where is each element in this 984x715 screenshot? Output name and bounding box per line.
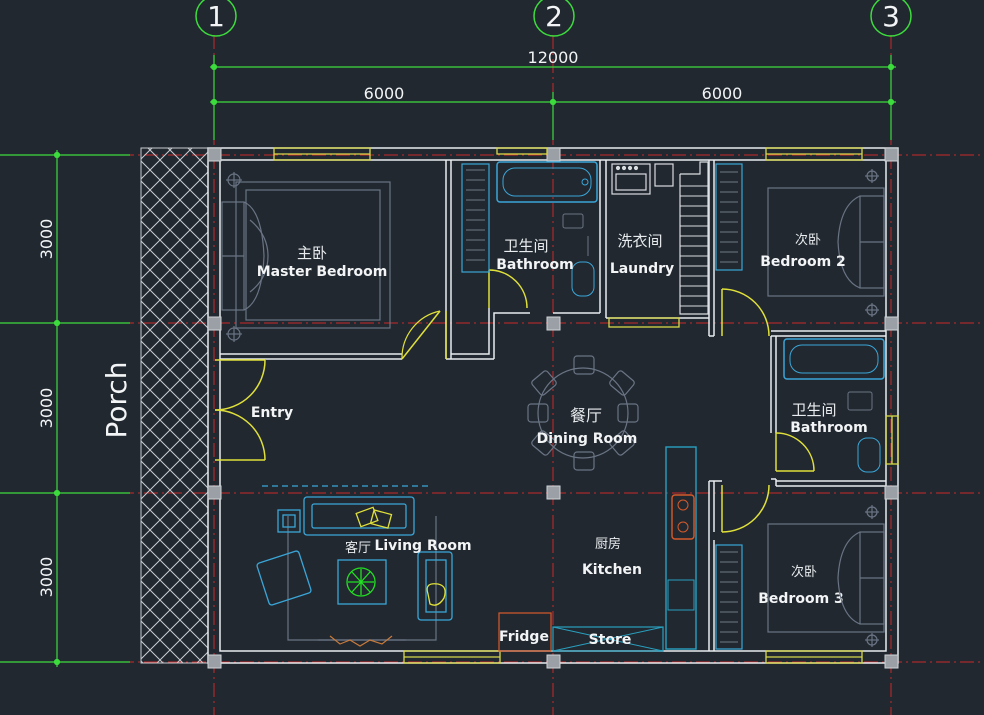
living-room-furniture	[256, 485, 453, 647]
bathroom-1-fixtures	[461, 161, 598, 297]
svg-text:2: 2	[545, 0, 563, 33]
living-room-label-cn: 客厅	[345, 540, 371, 556]
dining-label: Dining Room	[537, 431, 638, 447]
grid-marker-1: 1	[195, 0, 237, 37]
bathroom-2-label: Bathroom	[790, 420, 868, 436]
kitchen-fixtures	[498, 446, 697, 652]
laundry-label: Laundry	[610, 261, 674, 277]
bathroom-1-label-cn: 卫生间	[503, 237, 548, 255]
store-label: Store	[589, 632, 632, 648]
grid-marker-2: 2	[533, 0, 575, 37]
kitchen-label-cn: 厨房	[595, 536, 621, 552]
dim-right-bay: 6000	[702, 84, 743, 103]
bathroom-1-label: Bathroom	[496, 257, 574, 273]
bedroom-3-label: Bedroom 3	[758, 591, 844, 607]
grid-marker-3: 3	[870, 0, 912, 37]
master-bedroom-furniture	[221, 172, 391, 342]
porch-area	[140, 147, 209, 664]
grid-axes	[0, 35, 984, 715]
dining-table	[527, 355, 639, 471]
porch-label: Porch	[100, 361, 133, 438]
dim-vertical-1: 3000	[37, 219, 56, 260]
bedroom-2-furniture	[715, 163, 885, 317]
dim-left-bay: 6000	[364, 84, 405, 103]
dim-vertical-2: 3000	[37, 388, 56, 429]
interior-walls	[220, 160, 886, 651]
svg-text:3: 3	[882, 0, 900, 33]
bedroom-2-label-cn: 次卧	[795, 232, 821, 248]
bedroom-3-furniture	[715, 505, 885, 650]
left-dimensions	[0, 150, 130, 667]
bedroom-2-label: Bedroom 2	[760, 254, 846, 270]
fridge-label: Fridge	[499, 629, 549, 645]
laundry-label-cn: 洗衣间	[617, 232, 662, 250]
laundry-fixtures	[611, 161, 709, 315]
dim-vertical-3: 3000	[37, 557, 56, 598]
dining-label-cn: 餐厅	[570, 406, 602, 425]
entry-label: Entry	[251, 405, 293, 421]
svg-text:1: 1	[207, 0, 225, 33]
bathroom-2-fixtures	[783, 338, 885, 473]
structural-columns	[207, 147, 899, 669]
kitchen-label: Kitchen	[582, 562, 642, 578]
room-labels: 主卧 Master Bedroom 卫生间 Bathroom 洗衣间 Laund…	[251, 232, 868, 648]
top-dimensions	[210, 55, 896, 140]
living-room-label: Living Room	[374, 538, 471, 554]
windows	[273, 147, 899, 664]
master-bedroom-label-cn: 主卧	[297, 244, 327, 262]
bedroom-3-label-cn: 次卧	[791, 564, 817, 580]
doors	[214, 269, 815, 533]
dim-overall: 12000	[528, 48, 579, 67]
bathroom-2-label-cn: 卫生间	[791, 401, 836, 419]
master-bedroom-label: Master Bedroom	[257, 264, 388, 280]
